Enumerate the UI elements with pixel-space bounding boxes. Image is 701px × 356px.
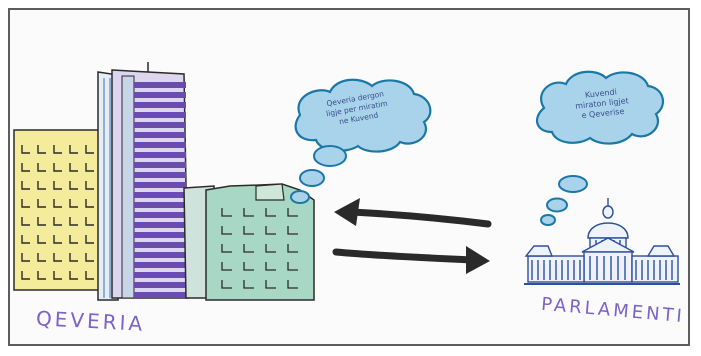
tower-stripe [134, 172, 186, 178]
tower-stripe [134, 192, 186, 198]
tower-stripe [134, 282, 186, 288]
tower-stripe [134, 272, 186, 278]
tower-stripe [134, 202, 186, 208]
tower-stripe [134, 122, 186, 128]
tower-stripe [134, 162, 186, 168]
tower-stripe [134, 182, 186, 188]
arrow-to-government [334, 198, 488, 226]
purple-tower [112, 62, 188, 298]
tower-stripe [134, 222, 186, 228]
tower-stripe [134, 242, 186, 248]
tower-stripe [134, 232, 186, 238]
parliament-building [524, 198, 680, 284]
tower-stripe [134, 92, 186, 98]
tower-stripe [134, 142, 186, 148]
tower-stripe [134, 112, 186, 118]
tower-stripe [134, 212, 186, 218]
tower-stripe [134, 132, 186, 138]
tower-stripe [134, 252, 186, 258]
tower-stripe [134, 292, 186, 298]
tower-stripe [134, 152, 186, 158]
yellow-building [14, 130, 104, 290]
arrow-to-parliament [336, 246, 490, 274]
tower-stripe [134, 262, 186, 268]
tower-stripe [134, 82, 186, 88]
tower-stripe [134, 102, 186, 108]
